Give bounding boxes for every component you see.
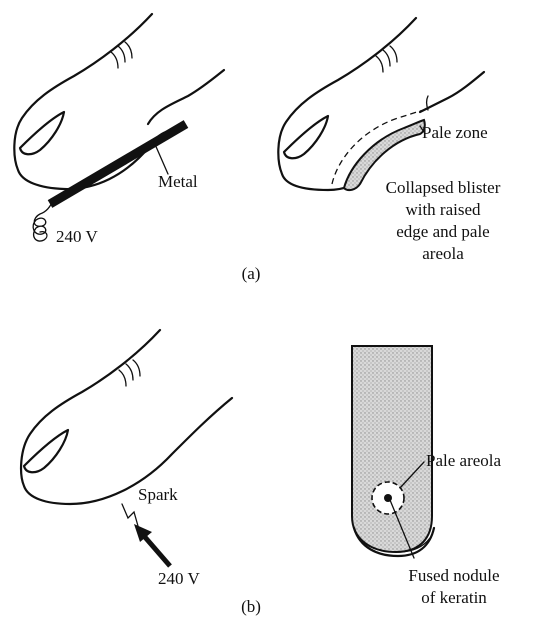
metal-label: Metal — [158, 172, 198, 191]
blister-caption: Collapsed blister with raised edge and p… — [386, 178, 501, 263]
panel-b-right-fingertip — [352, 346, 434, 558]
knuckle-crease — [133, 360, 140, 376]
nodule-caption-line: of keratin — [421, 588, 487, 607]
panel-a-left-finger — [14, 14, 224, 241]
coiled-wire — [33, 200, 53, 241]
panel-a-label: (a) — [242, 264, 261, 283]
pale-zone-label: Pale zone — [422, 123, 488, 142]
blister-caption-line: edge and pale — [396, 222, 489, 241]
spark-label: Spark — [138, 485, 178, 504]
nodule-caption: Fused nodule of keratin — [408, 566, 499, 607]
fingernail — [284, 116, 328, 158]
blister-caption-line: with raised — [405, 200, 481, 219]
knuckle-crease — [383, 50, 390, 66]
finger-outline — [14, 14, 166, 189]
finger-outline — [278, 18, 416, 190]
fingernail — [24, 430, 68, 472]
panel-b-label: (b) — [241, 597, 261, 616]
knuckle-crease — [390, 46, 397, 62]
fingernail — [20, 112, 64, 154]
second-finger-outline — [148, 70, 224, 124]
finger-outline — [21, 330, 232, 504]
knuckle-crease — [126, 364, 133, 380]
knuckle-crease — [118, 46, 125, 62]
blister-caption-line: Collapsed blister — [386, 178, 501, 197]
panel-a-right-finger — [278, 18, 484, 190]
knuckle-crease — [125, 42, 132, 58]
knuckle-crease — [376, 56, 383, 72]
nodule-caption-line: Fused nodule — [408, 566, 499, 585]
metal-bar — [50, 124, 186, 204]
metal-leader — [154, 142, 168, 174]
knuckle-crease — [119, 370, 126, 386]
knuckle-crease — [111, 52, 118, 68]
voltage-label-a: 240 V — [56, 227, 98, 246]
voltage-arrow-shaft — [144, 536, 170, 566]
fingertip-front-view — [352, 346, 432, 552]
second-finger-outline — [420, 72, 484, 112]
panel-b-left-finger — [21, 330, 232, 566]
finger-side-line — [427, 96, 429, 110]
blister-caption-line: areola — [422, 244, 464, 263]
pale-areola-label: Pale areola — [426, 451, 501, 470]
voltage-label-b: 240 V — [158, 569, 200, 588]
spark-icon — [122, 504, 138, 526]
